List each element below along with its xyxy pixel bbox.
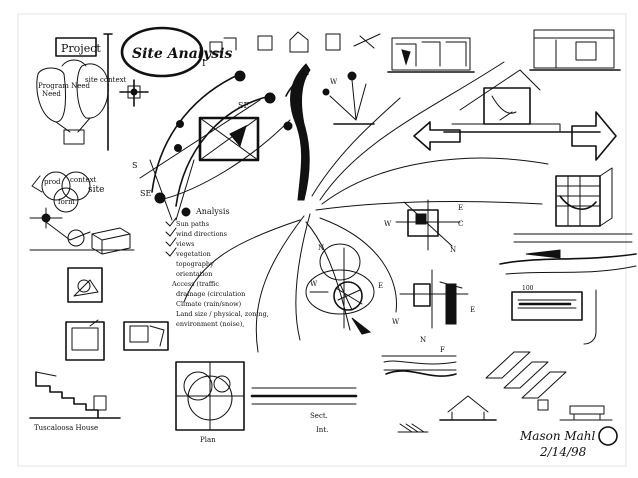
program-arrow (61, 59, 87, 67)
analysis-item-7: drainage (circulation (176, 290, 245, 298)
analysis-item-9: Land size / physical, zoning, (176, 310, 269, 318)
caption-tower: Tuscaloosa House (34, 424, 98, 432)
svg-text:C: C (458, 220, 463, 228)
svg-text:SE: SE (140, 189, 151, 198)
project-box: Project (55, 37, 101, 57)
sun-ray-diagram-top: W (322, 71, 375, 125)
analysis-item-4: topography (176, 260, 214, 268)
result-box (63, 129, 85, 145)
svg-text:N: N (450, 246, 456, 254)
analysis-item-6: Access (traffic (171, 280, 219, 288)
title-text: Site Analysis (132, 46, 232, 62)
svg-text:W: W (392, 318, 400, 326)
caption-elev: Int. (316, 426, 328, 434)
stair-tower-sketch: Tuscaloosa House (29, 371, 121, 432)
svg-text:W: W (384, 220, 392, 228)
svg-text:F: F (440, 346, 445, 354)
analysis-item-3: vegetation (175, 250, 211, 258)
svg-text:E: E (458, 204, 463, 212)
wall-section-right: 100 (511, 285, 583, 321)
curl-line-right (583, 289, 597, 345)
svg-text:I: I (202, 59, 206, 69)
thumbnail-frame-1 (67, 267, 103, 303)
svg-text:E: E (470, 306, 475, 314)
analysis-item-10: environment (noise), (176, 320, 244, 328)
need-label: Need (42, 90, 61, 98)
relation-form: form (58, 198, 75, 206)
compass-diagram-lower: E W N (392, 269, 475, 344)
project-label: Project (61, 42, 101, 55)
signature-block: Mason Mahl 2/14/98 (519, 426, 618, 459)
elevation-block-right (529, 29, 621, 71)
caption-plan: Plan (200, 436, 216, 444)
program-bubble: Program Need Need (36, 67, 91, 123)
analysis-heading: Analysis (195, 207, 230, 216)
center-site-plan: N E W (305, 243, 383, 335)
analysis-list: Analysis Sun paths wind directions views… (165, 207, 269, 328)
svg-text:SE: SE (238, 101, 249, 110)
program-label: Program Need (38, 82, 91, 90)
sweeping-arrows (183, 61, 549, 353)
site-section-lines: Sect. Int. (250, 387, 358, 434)
compass-diagram-upper: E C N W (384, 199, 463, 254)
relation-context: context (70, 176, 97, 184)
river-stroke (290, 63, 311, 201)
section-strip-right (499, 233, 637, 275)
thumbnail-frame-3 (123, 321, 169, 351)
analysis-item-1: wind directions (176, 230, 227, 238)
north-arrow-small-left (29, 207, 63, 229)
analysis-item-5: orientation (176, 270, 212, 278)
svg-text:100: 100 (522, 285, 534, 292)
signature-date: 2/14/98 (539, 445, 587, 459)
north-arrow-top (119, 79, 149, 107)
bench-sketch-right (537, 399, 613, 421)
paper-border (17, 13, 627, 467)
caption-section: Sect. (310, 412, 328, 420)
site-analysis-title: Site Analysis I (120, 26, 232, 78)
diagonal-planes (485, 351, 567, 399)
building-perspective-sketch (387, 37, 475, 73)
signature-name: Mason Mahl (519, 429, 596, 443)
hatch-marks (397, 423, 429, 433)
analysis-item-2: views (175, 240, 195, 248)
relation-prod: prod (44, 178, 61, 186)
small-elevation-sketches-top (209, 31, 381, 53)
site-context-label: site context (85, 76, 127, 84)
plan-circles: Plan (175, 361, 245, 444)
analysis-item-0: Sun paths (176, 220, 209, 228)
perspective-cube-right (555, 167, 613, 227)
svg-text:S: S (132, 161, 137, 170)
layered-section-center: F (381, 346, 457, 377)
svg-text:N: N (318, 244, 324, 252)
thumbnail-frame-2 (65, 319, 105, 361)
svg-text:E: E (378, 282, 383, 290)
gable-house-sketch (439, 395, 497, 421)
svg-text:W: W (330, 78, 338, 86)
sun-circle-left (67, 229, 85, 247)
program-relation-diagram: prod context site form (31, 171, 104, 213)
section-with-arrow (413, 69, 617, 161)
svg-text:N: N (420, 336, 426, 344)
sun-path-diagram: SE SE S (132, 70, 293, 221)
svg-text:W: W (310, 280, 318, 288)
analysis-item-8: Climate (rain/snow) (176, 300, 242, 308)
box-massing-left (91, 227, 131, 255)
relation-site: site (88, 185, 104, 195)
site-context-bubble: site context (76, 63, 127, 119)
